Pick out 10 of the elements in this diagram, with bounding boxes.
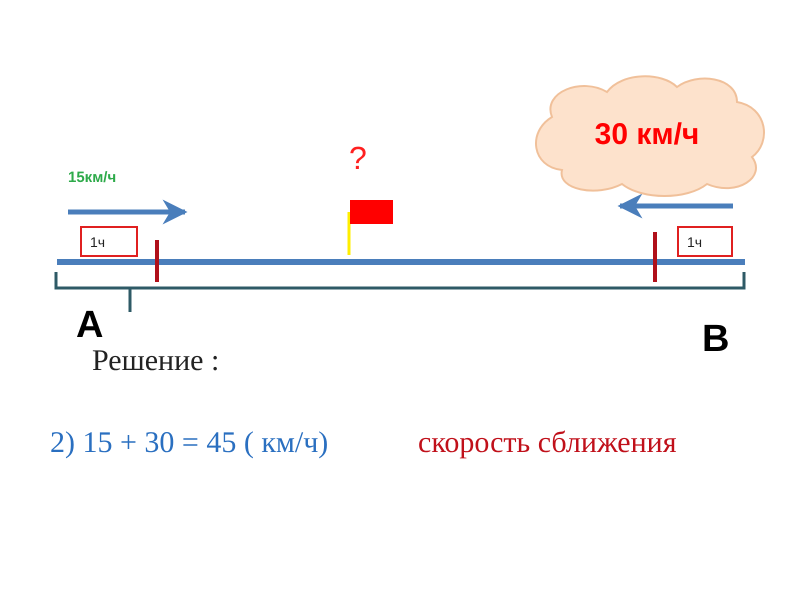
speed-text: 30 км/ч [594, 118, 700, 152]
result-text: скорость сближения [418, 428, 677, 458]
point-label: А [76, 306, 104, 344]
speed-label: 15км/ч [68, 170, 116, 185]
time-box: 1ч [80, 226, 138, 257]
time-box: 1ч [677, 226, 733, 257]
question-mark: ? [349, 142, 367, 174]
solution-heading: Решение : [92, 346, 220, 376]
equation-text: 2) 15 + 30 = 45 ( км/ч) [50, 428, 328, 458]
point-label: В [702, 320, 730, 358]
